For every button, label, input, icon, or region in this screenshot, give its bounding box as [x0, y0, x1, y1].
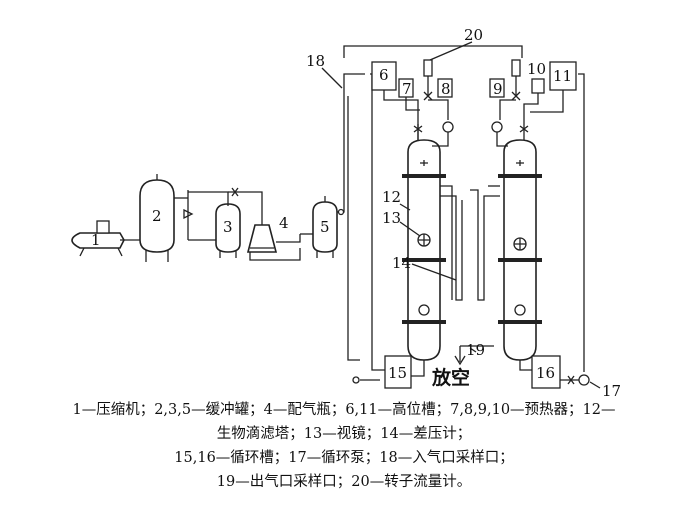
label-12: 12 [382, 188, 401, 206]
preheater-10 [519, 78, 545, 140]
rotameter-20-right [499, 59, 521, 120]
buffer-tank-5 [300, 73, 365, 258]
label-6: 6 [379, 66, 389, 84]
label-5: 5 [320, 218, 330, 236]
biotrickling-tower-right [498, 139, 542, 371]
differential-pressure-gauge [440, 185, 500, 301]
circulation-tank-16 [531, 355, 561, 389]
preheater-8 [432, 78, 454, 147]
legend-line-2: 生物滴滤塔；13—视镜；14—差压计； [216, 426, 472, 442]
high-level-tank-6 [371, 61, 419, 140]
process-flow-diagram: 1 2 3 4 5 6 7 8 9 10 11 12 13 14 15 16 1… [71, 26, 621, 400]
compressor [71, 220, 140, 257]
circulation-pump [560, 374, 590, 386]
label-7: 7 [402, 80, 412, 98]
preheater-7 [398, 78, 420, 111]
label-19: 19 [466, 341, 485, 359]
label-9: 9 [493, 80, 503, 98]
label-4: 4 [279, 214, 289, 232]
high-level-tank-11 [530, 61, 577, 113]
biotrickling-tower-left [402, 124, 446, 377]
label-14: 14 [392, 254, 411, 272]
circulation-tank-15 [384, 355, 412, 389]
label-16: 16 [536, 364, 555, 382]
label-13: 13 [382, 209, 401, 227]
buffer-tank-2 [139, 174, 194, 262]
label-2: 2 [152, 207, 162, 225]
label-15: 15 [388, 364, 407, 382]
buffer-tank-3 [215, 203, 241, 258]
label-10: 10 [527, 60, 546, 78]
vent-label: 放空 [431, 366, 470, 389]
gas-mixing-bottle [246, 218, 301, 261]
vent-outlet [454, 345, 494, 366]
label-1: 1 [91, 231, 101, 249]
preheater-9 [489, 78, 508, 147]
legend-line-3: 15,16—循环槽；17—循环泵；18—入气口采样口； [174, 450, 514, 466]
label-8: 8 [441, 80, 451, 98]
label-11: 11 [553, 67, 572, 85]
label-17: 17 [602, 382, 621, 400]
legend-line-1: 1—压缩机；2,3,5—缓冲罐；4—配气瓶；6,11—高位槽；7,8,9,10—… [72, 402, 616, 418]
legend-line-4: 19—出气口采样口；20—转子流量计。 [216, 474, 472, 490]
rotameter-20-left [423, 59, 449, 120]
label-18: 18 [306, 52, 325, 70]
figure-legend: 1—压缩机；2,3,5—缓冲罐；4—配气瓶；6,11—高位槽；7,8,9,10—… [0, 398, 688, 494]
label-3: 3 [223, 218, 233, 236]
label-20: 20 [464, 26, 483, 44]
